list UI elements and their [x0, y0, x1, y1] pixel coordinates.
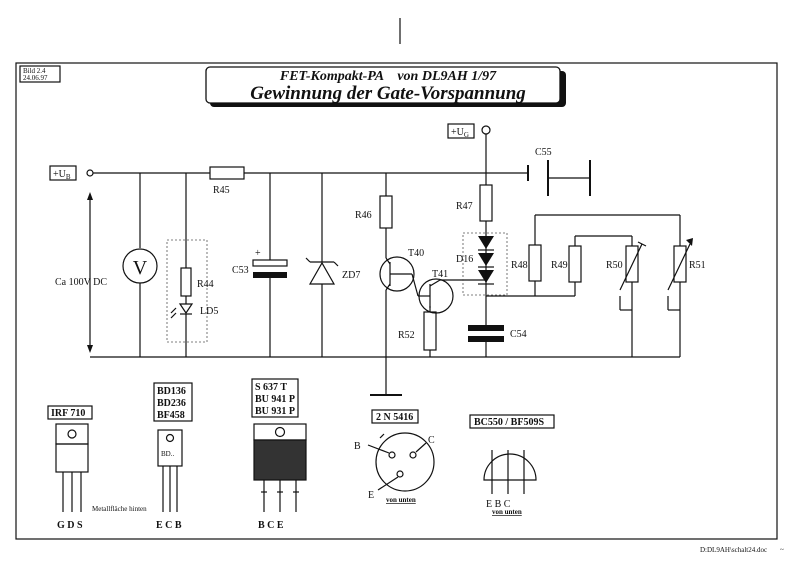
2n5416-case	[375, 432, 435, 492]
title-line2: Gewinnung der Gate-Vorspannung	[250, 83, 526, 104]
bd136-name1: BD136	[157, 386, 186, 397]
r44-resistor	[180, 267, 192, 297]
bc550-view: von unten	[492, 508, 522, 516]
c53-plate-top	[252, 259, 288, 267]
footer-filename: D:DL9AH\schalt24.doc	[700, 546, 767, 554]
bd136-box	[153, 382, 193, 422]
footer-mark: ~	[780, 546, 784, 554]
r44-label: R44	[197, 279, 214, 290]
r45-label: R45	[213, 185, 230, 196]
r49-label: R49	[551, 260, 568, 271]
bc550-pins: E B C	[486, 499, 511, 510]
2n5416-view: von unten	[386, 496, 416, 504]
r47-label: R47	[456, 201, 473, 212]
t40-transistor	[379, 256, 415, 292]
irf710-name: IRF 710	[51, 408, 85, 419]
t40-label: T40	[408, 248, 424, 259]
irf710-pins: G D S	[57, 520, 83, 531]
bc550-name: BC550 / BF509S	[474, 417, 544, 428]
r48-resistor	[528, 244, 542, 282]
title-box	[205, 66, 561, 104]
r51-label: R51	[689, 260, 706, 271]
c54-plate-top	[468, 325, 504, 331]
ub-label: +UB	[53, 169, 71, 181]
bd136-name2: BD236	[157, 398, 186, 409]
s637t-name2: BU 941 P	[255, 394, 295, 405]
ld5-label: LD5	[200, 306, 218, 317]
bild-box	[19, 65, 61, 83]
2n5416-pin-e: E	[368, 490, 374, 501]
s637t-box	[251, 378, 299, 418]
irf710-note: Metallfläche hinten	[92, 505, 147, 513]
bd136-pins: E C B	[156, 520, 182, 531]
bd136-body	[157, 429, 183, 467]
zd7-zener	[308, 261, 336, 285]
ug-label: +UG	[451, 127, 469, 139]
r50-label: R50	[606, 260, 623, 271]
voltmeter-symbol: V	[133, 257, 148, 279]
bc550-box	[469, 414, 555, 429]
c55-label: C55	[535, 147, 552, 158]
t41-label: T41	[432, 269, 448, 280]
r48-label: R48	[511, 260, 528, 271]
title-line1: FET-Kompakt-PA von DL9AH 1/97	[279, 69, 497, 84]
s637t-name3: BU 931 P	[255, 406, 295, 417]
bild-label: Bild 2.4	[23, 67, 46, 75]
r47-resistor	[479, 184, 493, 222]
r46-label: R46	[355, 210, 372, 221]
ug-label-box	[447, 123, 475, 139]
r46-resistor	[379, 195, 393, 229]
bc550-case	[483, 453, 537, 481]
ub-terminal	[86, 169, 94, 177]
r45-resistor	[209, 166, 245, 180]
irf710-tab	[55, 423, 89, 445]
date-label: 24.06.97	[23, 74, 48, 82]
bd136-name3: BF458	[157, 410, 185, 421]
2n5416-pin-b: B	[354, 441, 361, 452]
outer-frame	[15, 62, 778, 540]
s637t-body	[253, 439, 307, 481]
d16-label: D16	[456, 254, 473, 265]
2n5416-box	[371, 409, 419, 424]
irf710-body	[55, 443, 89, 473]
c53-plate-bottom	[253, 272, 287, 278]
ld5-led	[178, 303, 194, 315]
d16-group-box	[462, 232, 508, 296]
2n5416-pin-c: C	[428, 435, 435, 446]
s637t-tab	[253, 423, 307, 441]
irf710-box	[47, 405, 93, 420]
r49-resistor	[568, 245, 582, 283]
ub-label-box	[49, 165, 77, 181]
led-group-box	[166, 239, 208, 343]
c53-plus: +	[255, 248, 261, 259]
r52-label: R52	[398, 330, 415, 341]
bd136-body-text: BD..	[161, 450, 174, 458]
2n5416-name: 2 N 5416	[376, 412, 413, 423]
s637t-name1: S 637 T	[255, 382, 287, 393]
s637t-pins: B C E	[258, 520, 284, 531]
zd7-label: ZD7	[342, 270, 360, 281]
voltage-note: Ca 100V DC	[55, 277, 107, 288]
c53-label: C53	[232, 265, 249, 276]
ug-terminal	[481, 125, 491, 135]
r52-resistor	[423, 311, 437, 351]
c54-label: C54	[510, 329, 527, 340]
c54-plate-bottom	[468, 336, 504, 342]
